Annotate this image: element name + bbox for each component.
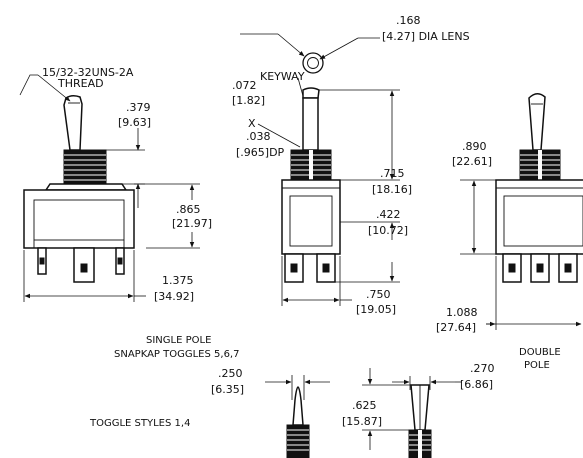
dim-072: .072 [232, 79, 257, 92]
front-body [281, 179, 341, 255]
dim-379: .379 [126, 101, 151, 114]
dim-625: .625 [352, 399, 377, 412]
dim-422-mm: [10.72] [368, 224, 408, 237]
side-view-switch [23, 94, 135, 283]
front-terminals [284, 253, 336, 283]
dim-270-mm: [6.86] [460, 378, 493, 391]
label-thread-spec: 15/32-32UNS-2A [42, 66, 134, 79]
dim-625-mm: [15.87] [342, 415, 382, 428]
dim-1088-mm: [27.64] [436, 321, 476, 334]
dim-865: .865 [176, 203, 201, 216]
caption-single-pole: SINGLE POLE [146, 335, 211, 346]
dim-890-mm: [22.61] [452, 155, 492, 168]
label-keyway: KEYWAY [260, 70, 305, 83]
dim-168: .168 [396, 14, 421, 27]
toggle-style-4 [408, 384, 432, 458]
front-lever [302, 87, 320, 99]
caption-toggle-styles: TOGGLE STYLES 1,4 [89, 418, 190, 429]
dim-250: .250 [218, 367, 243, 380]
dim-750: .750 [366, 288, 391, 301]
dim-168-mm: [4.27] DIA LENS [382, 30, 470, 43]
side-terminals [37, 247, 125, 283]
side-lever [63, 94, 83, 151]
double-lever [528, 93, 546, 151]
dim-715: .715 [380, 167, 405, 180]
caption-snapkap: SNAPKAP TOGGLES 5,6,7 [114, 349, 239, 360]
label-thread: THREAD [57, 77, 104, 90]
side-body [23, 189, 135, 249]
dim-890: .890 [462, 140, 487, 153]
dim-1375-mm: [34.92] [154, 290, 194, 303]
lens-circle-inner [307, 57, 319, 69]
dim-750-mm: [19.05] [356, 303, 396, 316]
dim-1088: 1.088 [446, 306, 478, 319]
dim-038: .038 [246, 130, 271, 143]
dim-422: .422 [376, 208, 401, 221]
double-terminals [502, 253, 578, 283]
dim-250-mm: [6.35] [211, 383, 244, 396]
front-view-switch [281, 87, 341, 283]
dim-715-mm: [18.16] [372, 183, 412, 196]
dim-072-mm: [1.82] [232, 94, 265, 107]
dim-270: .270 [470, 362, 495, 375]
double-body [495, 179, 583, 255]
caption-pole: POLE [524, 360, 550, 371]
toggle-style-1 [286, 386, 310, 458]
label-x: X [248, 117, 256, 130]
double-pole-switch [495, 93, 583, 283]
dim-1375: 1.375 [162, 274, 194, 287]
lens-circle-outer [302, 52, 324, 74]
dim-038-mm: [.965]DP [236, 146, 285, 159]
side-bushing-thread [63, 149, 107, 185]
caption-double: DOUBLE [519, 347, 561, 358]
dim-379-mm: [9.63] [118, 116, 151, 129]
dim-865-mm: [21.97] [172, 217, 212, 230]
